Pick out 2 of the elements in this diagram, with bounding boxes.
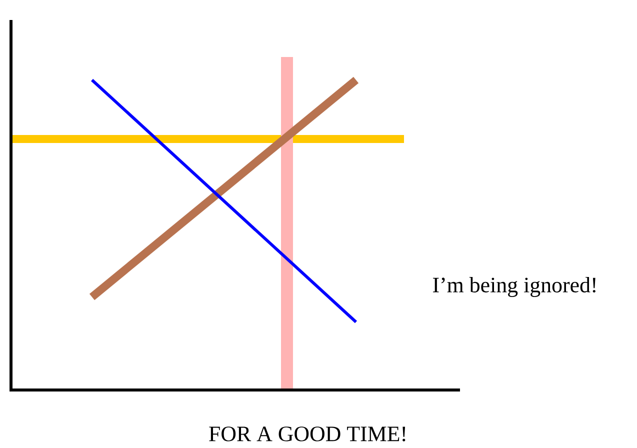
axis-caption: FOR A GOOD TIME! — [209, 426, 406, 442]
note: I’m being ignored! — [433, 277, 596, 297]
